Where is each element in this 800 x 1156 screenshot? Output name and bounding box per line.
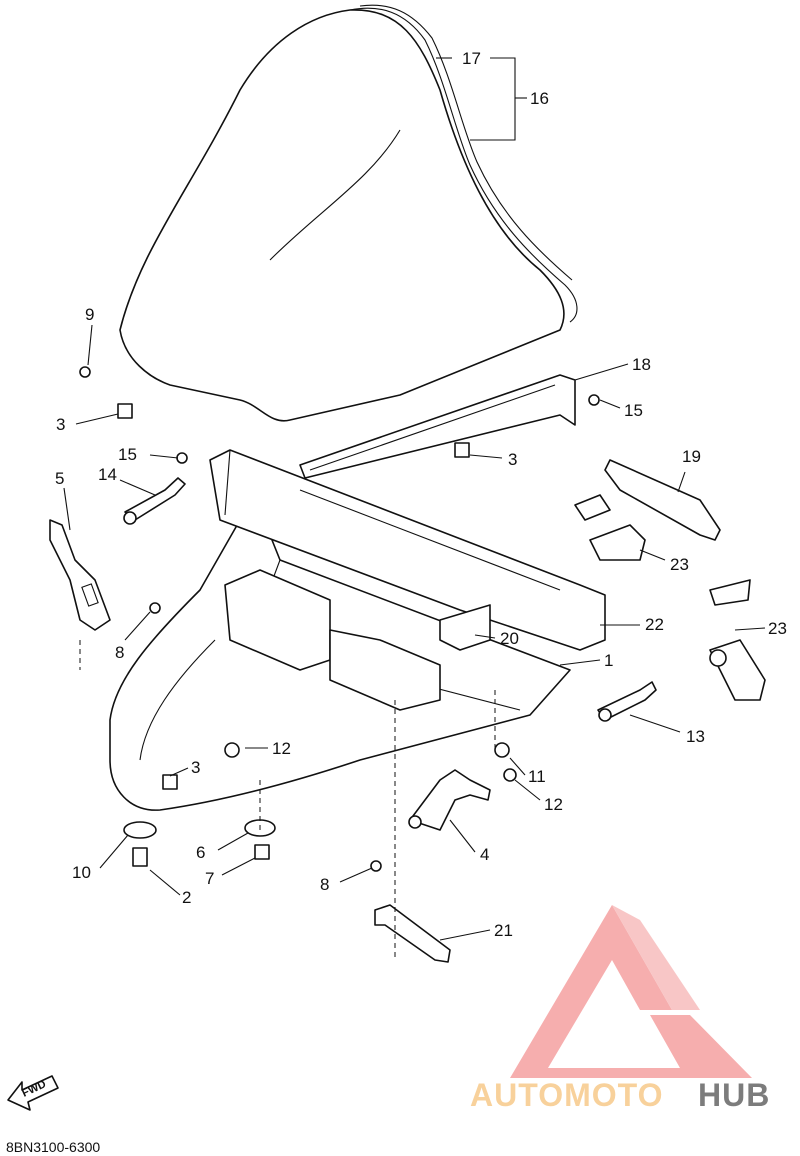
bracket-19 (574, 459, 751, 606)
watermark-text-2: HUB (698, 1077, 770, 1113)
callout-12: 12 (544, 795, 563, 814)
callout-9: 9 (85, 305, 94, 324)
callout-23: 23 (768, 619, 787, 638)
callout-labels: 17 16 9 3 18 15 15 14 5 3 19 23 23 22 20… (55, 49, 787, 940)
fwd-arrow-icon: FWD (7, 1075, 59, 1111)
stay-21 (374, 904, 451, 963)
callout-6: 6 (196, 843, 205, 862)
callout-3: 3 (508, 450, 517, 469)
callout-2: 2 (182, 888, 191, 907)
callout-5: 5 (55, 469, 64, 488)
callout-14: 14 (98, 465, 117, 484)
callout-1: 1 (604, 651, 613, 670)
callout-15: 15 (624, 401, 643, 420)
bracket-13 (597, 681, 657, 722)
trim-strip-18 (299, 374, 576, 479)
leader-lines (63, 57, 766, 941)
meter-box (224, 569, 441, 711)
callout-22: 22 (645, 615, 664, 634)
callout-15: 15 (118, 445, 137, 464)
callout-16: 16 (530, 89, 549, 108)
callout-19: 19 (682, 447, 701, 466)
callout-12: 12 (272, 739, 291, 758)
callout-17: 17 (462, 49, 481, 68)
callout-11: 11 (528, 767, 546, 786)
air-duct-20 (439, 604, 491, 651)
air-duct-22 (209, 449, 606, 651)
callout-13: 13 (686, 727, 705, 746)
hardware (79, 366, 600, 872)
callout-3: 3 (191, 758, 200, 777)
stay-23-upper (589, 524, 646, 561)
callout-10: 10 (72, 863, 91, 882)
stay-23-lower (709, 639, 766, 701)
catalog-code: 8BN3100-6300 (6, 1139, 100, 1155)
callout-3: 3 (56, 415, 65, 434)
watermark-text-1: AUTOMOTO (470, 1077, 663, 1113)
callout-7: 7 (205, 869, 214, 888)
callout-8: 8 (115, 643, 124, 662)
callout-20: 20 (500, 629, 519, 648)
callout-8: 8 (320, 875, 329, 894)
watermark-logo-icon (510, 905, 752, 1078)
bracket-14 (123, 477, 186, 525)
automotohub-watermark: AUTOMOTO HUB (470, 905, 770, 1113)
windshield (119, 4, 578, 422)
stay-5 (49, 519, 111, 631)
callout-4: 4 (480, 845, 489, 864)
assembly-lines (79, 640, 496, 960)
callout-23: 23 (670, 555, 689, 574)
callout-21: 21 (494, 921, 513, 940)
bracket-4 (408, 769, 491, 831)
callout-18: 18 (632, 355, 651, 374)
